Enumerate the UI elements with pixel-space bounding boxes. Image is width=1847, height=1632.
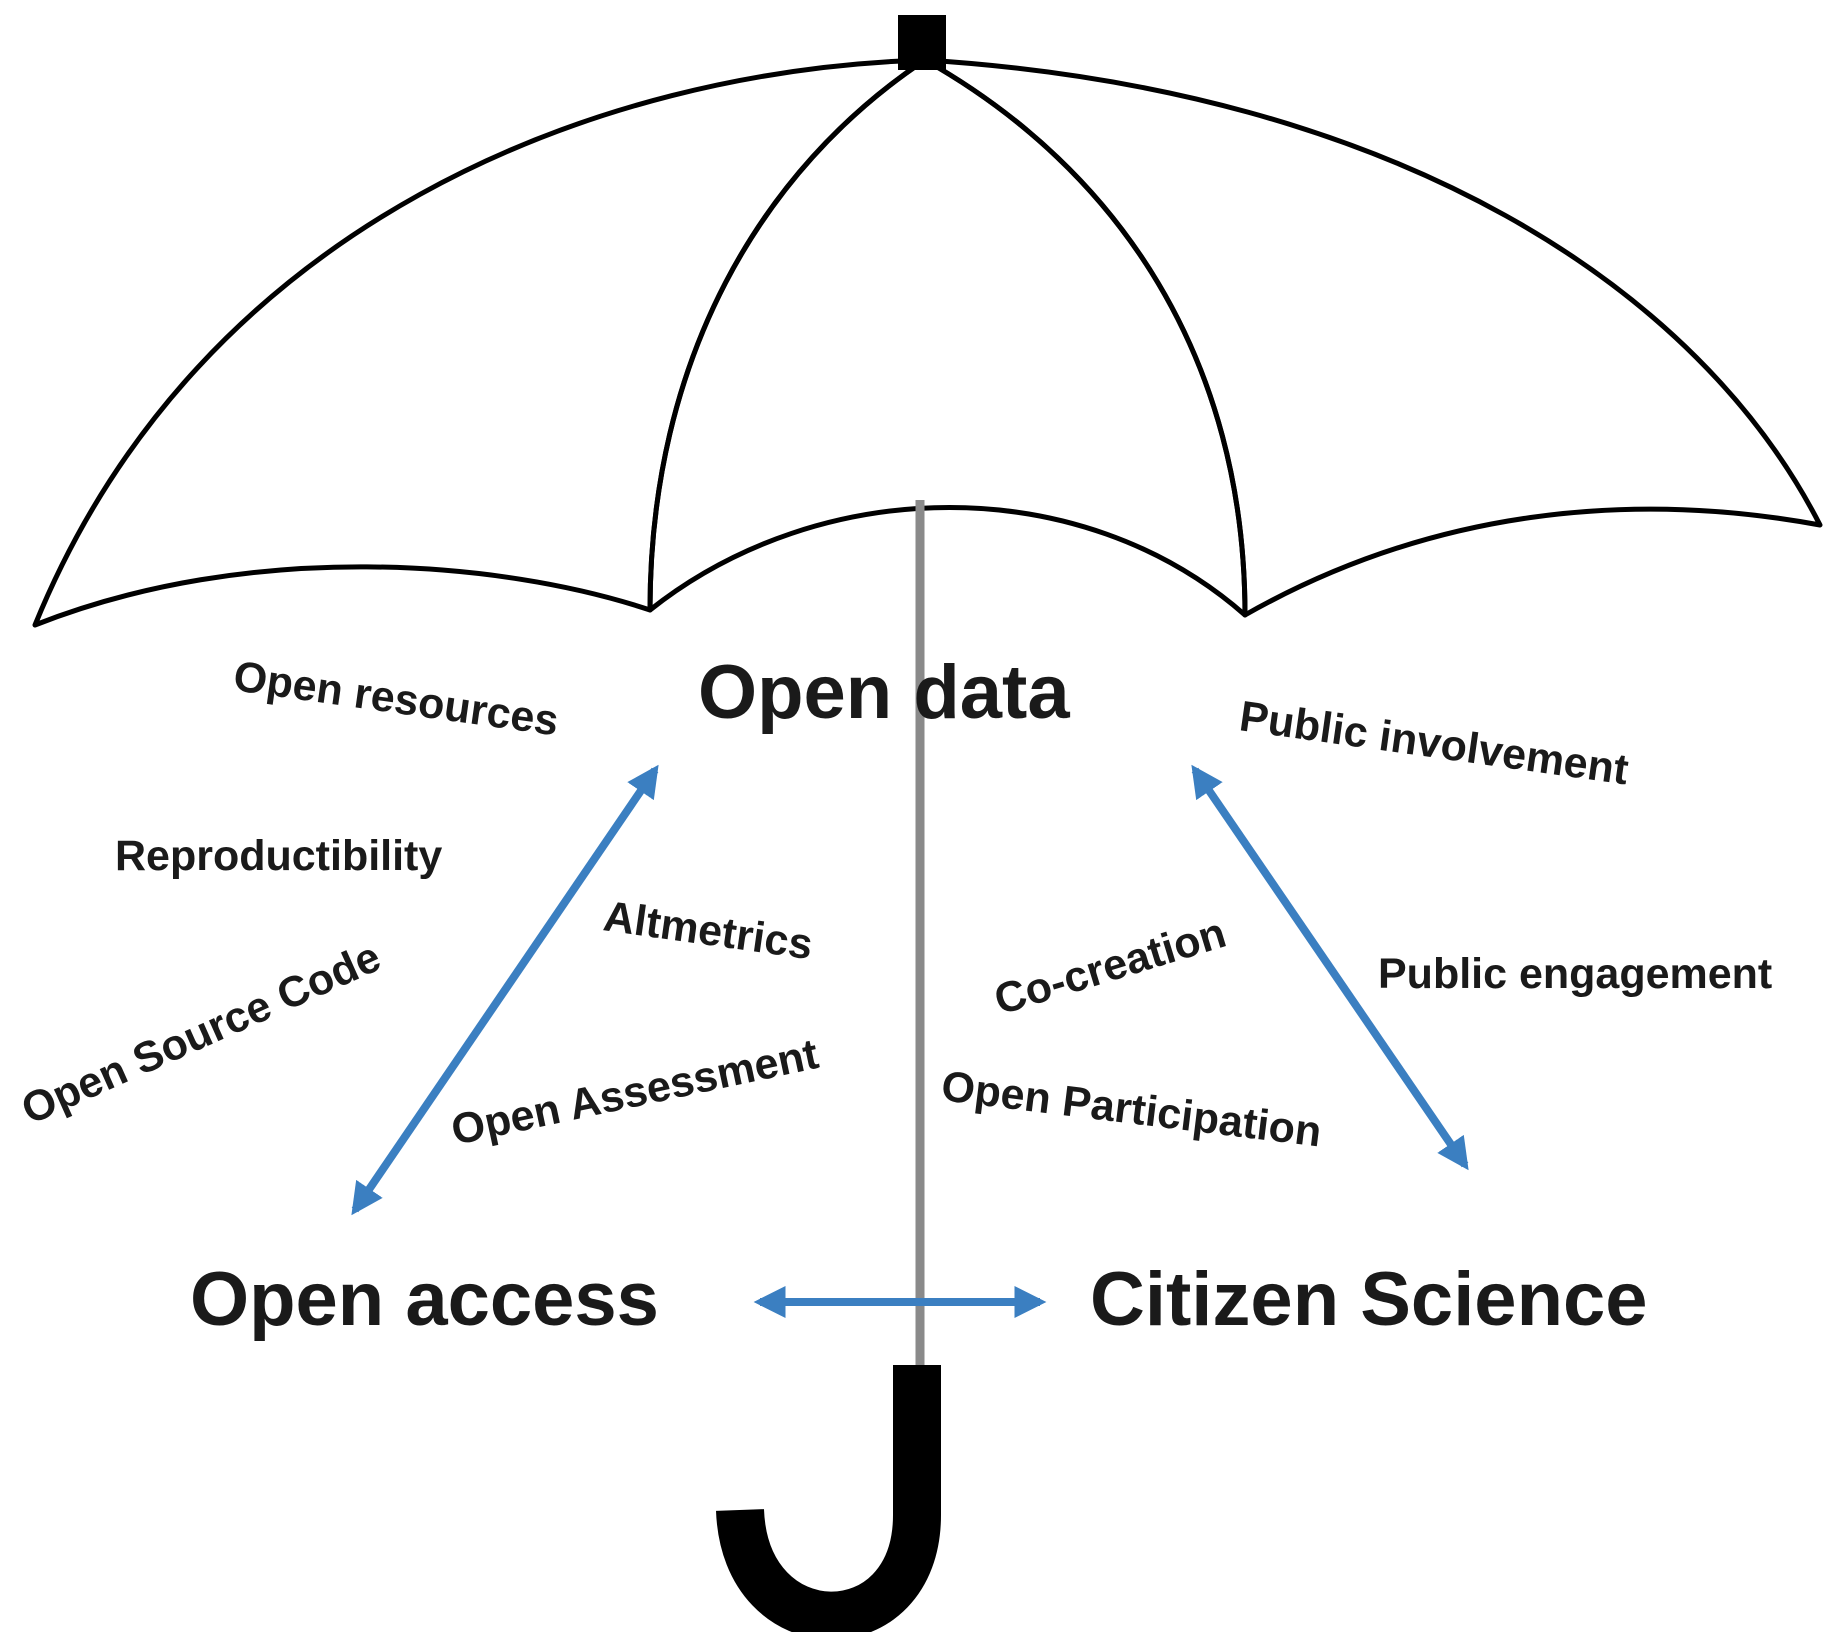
label-open-source-code: Open Source Code <box>15 933 388 1134</box>
label-open-data: Open data <box>698 650 1070 735</box>
label-open-participation: Open Participation <box>939 1062 1324 1156</box>
label-public-engagement: Public engagement <box>1378 950 1772 998</box>
canopy-panel-center <box>647 57 1248 618</box>
label-co-creation: Co-creation <box>989 909 1232 1025</box>
arrow-open-data-open-access <box>351 764 659 1216</box>
label-public-involvement: Public involvement <box>1237 692 1632 794</box>
label-altmetrics: Altmetrics <box>601 892 816 969</box>
label-citizen-science: Citizen Science <box>1090 1257 1648 1342</box>
canopy-panel-left <box>32 57 928 628</box>
label-open-resources: Open resources <box>231 652 562 745</box>
arrow-open-data-citizen-science <box>1191 764 1469 1171</box>
label-reproductibility: Reproductibility <box>115 832 442 880</box>
label-open-access: Open access <box>190 1257 659 1342</box>
umbrella-tip <box>898 15 946 70</box>
umbrella-handle <box>716 1365 941 1632</box>
canopy-panel-right <box>922 57 1823 618</box>
label-open-assessment: Open Assessment <box>447 1030 822 1155</box>
